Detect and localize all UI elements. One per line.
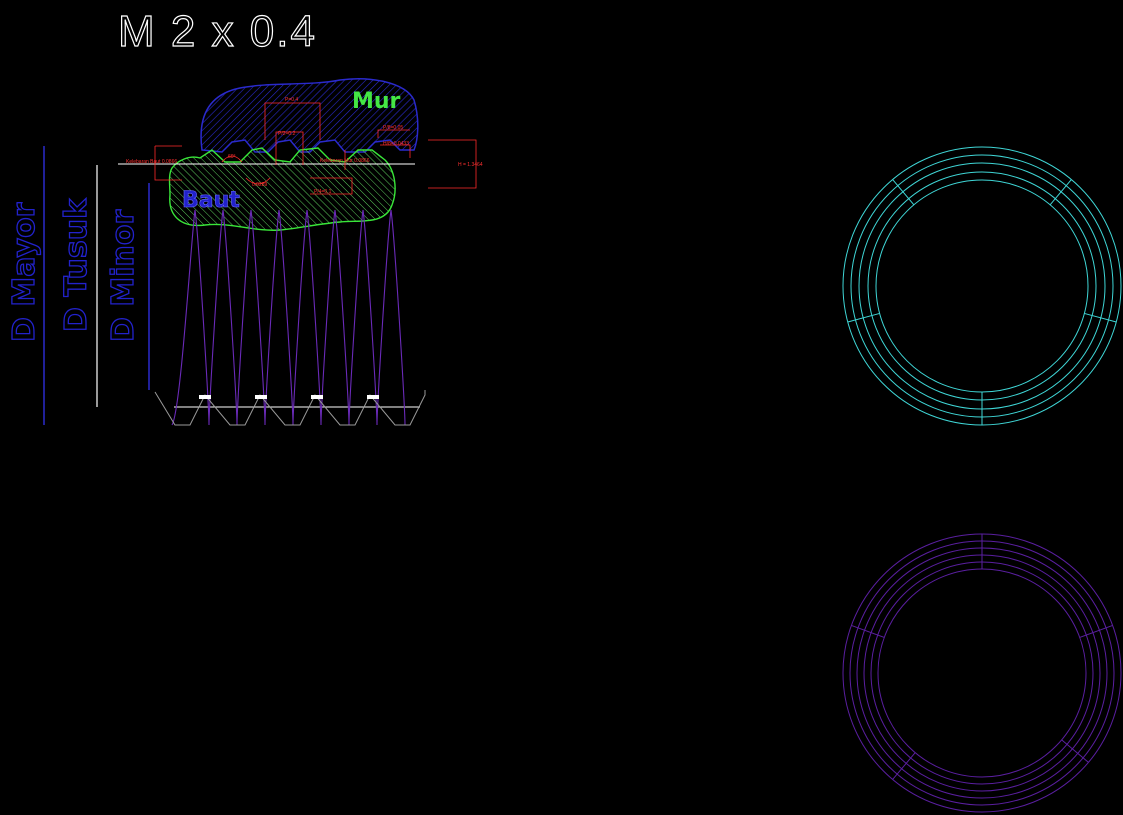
ring-segment-tick	[1084, 312, 1117, 323]
ring	[856, 547, 1108, 799]
ring-segment-tick	[847, 312, 880, 323]
dim-left-flank: Kelebaran Baut 0.0866	[126, 159, 177, 165]
thread-crest-flat	[255, 395, 267, 399]
ring	[842, 146, 1122, 426]
thread-flanks	[171, 209, 406, 426]
ring-segment-tick	[892, 179, 915, 206]
label-d-minor: D Minor	[106, 210, 141, 342]
dim-half-pitch: P/2=0.2	[278, 131, 296, 137]
ring	[863, 554, 1101, 792]
drawing-title: M 2 x 0.4	[118, 7, 317, 56]
ring	[877, 568, 1087, 778]
ring	[870, 561, 1094, 785]
ring	[850, 154, 1114, 418]
ring	[858, 162, 1106, 410]
dim-radius: 0.0289	[252, 182, 268, 188]
dim-pitch: P=0.4	[285, 97, 298, 103]
nut-region[interactable]	[200, 78, 419, 153]
ring-segment-tick	[851, 624, 885, 638]
thread-end-view-bottom[interactable]	[842, 533, 1122, 813]
ring-segment-tick	[1049, 179, 1072, 206]
ring-segment-tick	[1061, 739, 1089, 763]
ring	[875, 179, 1089, 393]
thread-end-view-top[interactable]	[842, 146, 1122, 426]
ring	[842, 533, 1122, 813]
ring-segment-tick	[1079, 624, 1113, 638]
label-nut: Mur	[352, 89, 401, 114]
ring-segment-tick	[892, 752, 916, 780]
dim-right-flank: Kelebaran Mur 0.0866	[320, 158, 370, 164]
dim-height: H = 1.3464	[458, 162, 483, 168]
thread-crest-flat	[367, 395, 379, 399]
dim-top-flat: P/8=0.05	[383, 125, 403, 131]
dim-bolt-root: P/4=0.1	[314, 189, 332, 195]
ring	[849, 540, 1115, 806]
bolt-region[interactable]	[168, 147, 396, 231]
label-bolt: Baut	[182, 188, 240, 213]
ring	[867, 171, 1097, 401]
thread-crest-flat	[199, 395, 211, 399]
label-d-pitch: D Tusuk	[59, 198, 94, 332]
label-d-major: D Mayor	[7, 202, 42, 342]
dim-angle: 60°	[228, 154, 236, 160]
thread-crest-flat	[311, 395, 323, 399]
thread-root-profile	[154, 390, 426, 426]
dimension-group: P=0.4 P/2=0.2 P/8=0.05 H/8=0.0433 H = 1.…	[126, 97, 483, 195]
thread-profile	[154, 209, 426, 426]
dim-nut-clearance: H/8=0.0433	[383, 141, 409, 147]
